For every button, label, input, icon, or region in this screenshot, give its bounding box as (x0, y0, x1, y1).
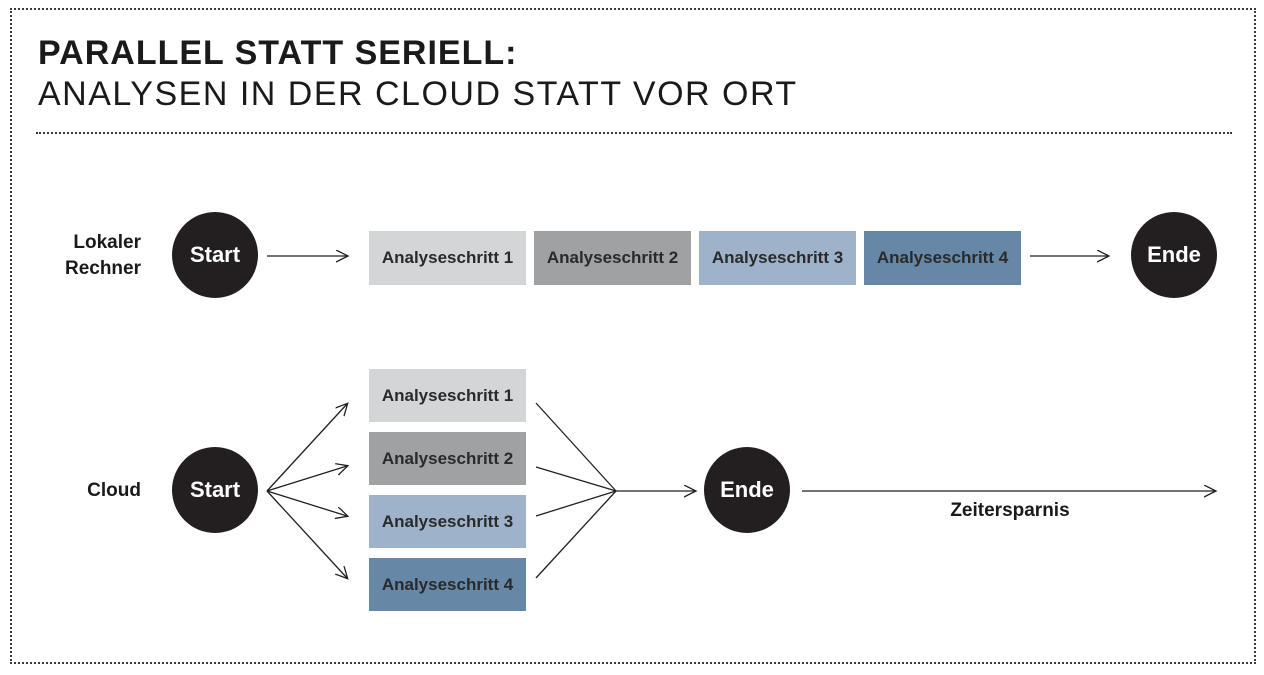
serial-step-4: Analyseschritt 4 (864, 231, 1021, 285)
time-saving-label: Zeitersparnis (950, 500, 1070, 521)
arrow-cloud-start-to-step3 (266, 490, 347, 516)
arrow-cloud-start-to-step4 (266, 490, 347, 578)
cloud-step-4: Analyseschritt 4 (369, 558, 526, 611)
line-cloud-step3-merge (535, 490, 617, 517)
line-cloud-step4-merge (535, 490, 617, 579)
cloud-end-node: Ende (704, 447, 790, 533)
arrow-cloud-start-to-step1 (266, 404, 347, 492)
line-cloud-step2-merge (535, 466, 617, 492)
cloud-step-2: Analyseschritt 2 (369, 432, 526, 485)
row-label-local-line2: Rechner (64, 258, 141, 279)
serial-step-1: Analyseschritt 1 (369, 231, 526, 285)
cloud-step-3: Analyseschritt 3 (369, 495, 526, 548)
title-line-1: PARALLEL STATT SERIELL: (38, 34, 518, 72)
row-label-local-line1: Lokaler (73, 232, 141, 253)
serial-step-3: Analyseschritt 3 (699, 231, 856, 285)
cloud-step-1: Analyseschritt 1 (369, 369, 526, 422)
cloud-start-node: Start (172, 447, 258, 533)
serial-step-2: Analyseschritt 2 (534, 231, 691, 285)
serial-start-node: Start (172, 212, 258, 298)
diagram-frame (10, 8, 1256, 664)
title-line-2: ANALYSEN IN DER CLOUD STATT VOR ORT (38, 75, 798, 113)
title-divider (36, 132, 1232, 134)
arrow-cloud-start-to-step2 (266, 466, 347, 492)
serial-end-node: Ende (1131, 212, 1217, 298)
row-label-cloud: Cloud (87, 480, 141, 501)
row-label-local: Lokaler Rechner (0, 230, 141, 282)
line-cloud-step1-merge (535, 402, 617, 492)
